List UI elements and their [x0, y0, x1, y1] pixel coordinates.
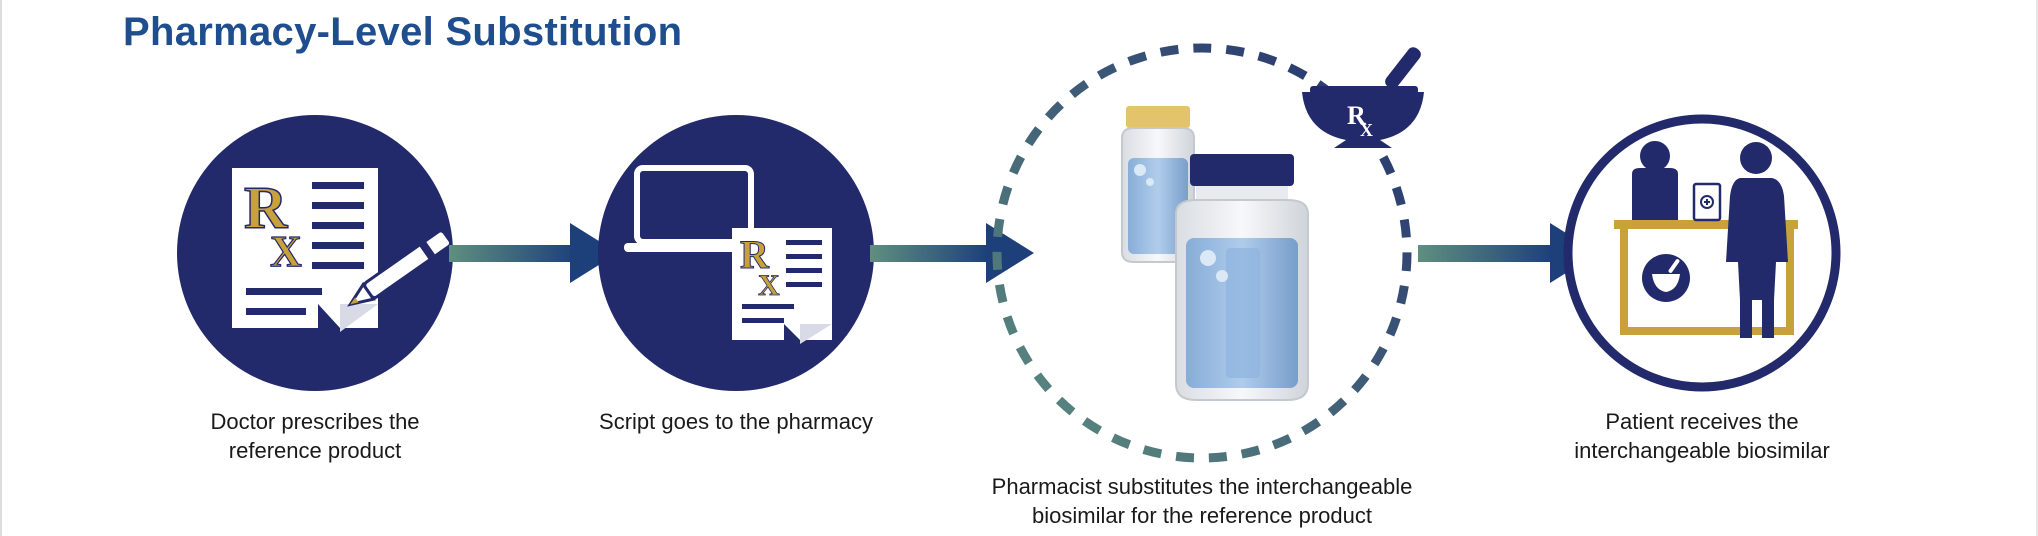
step1-caption-line1: Doctor prescribes the: [210, 409, 420, 434]
step1-rx-x: X: [270, 227, 302, 276]
step3-caption-line2: biosimilar for the reference product: [1032, 503, 1372, 528]
arrow-2: [870, 223, 1034, 283]
step2-rx-x: X: [758, 269, 780, 302]
step3-caption-line1: Pharmacist substitutes the interchangeab…: [991, 474, 1413, 499]
prescription-pad-icon: R X: [232, 168, 453, 332]
pharmacy-counter-icon: [1614, 141, 1798, 338]
mortar-pestle-icon: R X: [1302, 47, 1424, 148]
step4-caption-line2: interchangeable biosimilar: [1574, 438, 1830, 463]
step1-rx-r: R: [244, 175, 288, 241]
step3-icon-group: R X: [992, 43, 1424, 463]
step4-caption: Patient receives the interchangeable bio…: [1552, 407, 1852, 465]
step2-rx-r: R: [740, 232, 770, 277]
step1-caption: Doctor prescribes the reference product: [165, 407, 465, 465]
step3-caption: Pharmacist substitutes the interchangeab…: [962, 472, 1442, 530]
step3-dashed-ring: [992, 43, 1412, 463]
step2-caption: Script goes to the pharmacy: [566, 407, 906, 436]
laptop-script-icon: R X: [624, 165, 832, 344]
left-border: [0, 0, 2, 536]
arrow-1: [449, 223, 618, 283]
step4-circle: [1563, 114, 1841, 392]
step1-icon-group: R X: [177, 115, 453, 391]
step2-caption-line1: Script goes to the pharmacy: [599, 409, 873, 434]
mortar-rx-x: X: [1360, 120, 1373, 140]
right-border: [2036, 0, 2038, 536]
page-title: Pharmacy-Level Substitution: [123, 10, 683, 54]
mortar-rx-r: R: [1347, 101, 1366, 130]
step4-caption-line1: Patient receives the: [1605, 409, 1799, 434]
step2-icon-group: R X: [598, 115, 874, 391]
step1-caption-line2: reference product: [228, 438, 402, 463]
step4-icon-group: [1563, 114, 1841, 392]
medicine-bottles-icon: [1121, 106, 1309, 401]
